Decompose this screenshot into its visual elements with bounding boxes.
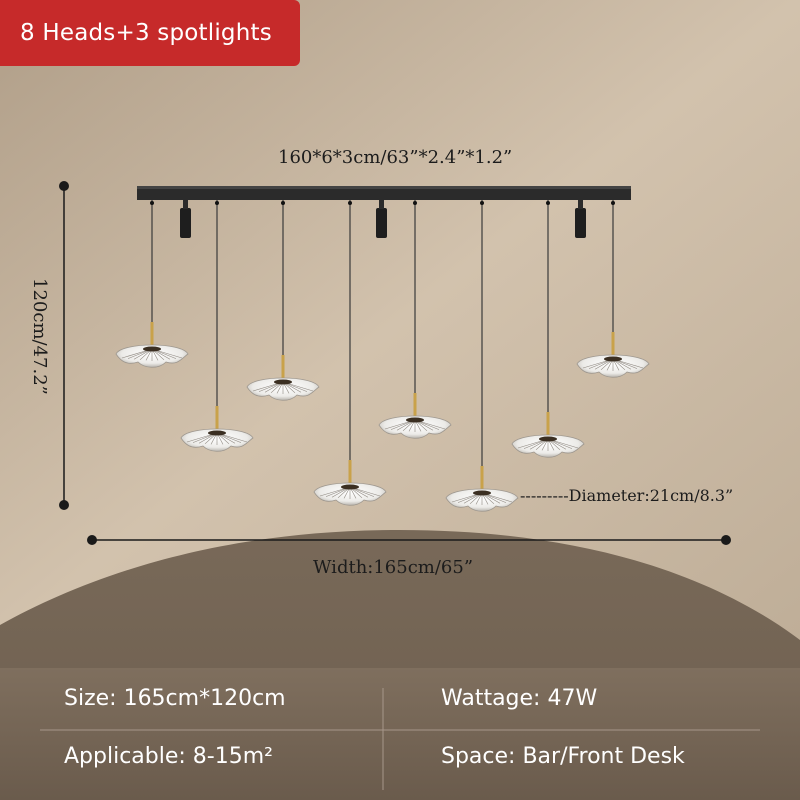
height-dimension-line <box>59 181 69 510</box>
spotlight <box>376 200 387 238</box>
spec-strip <box>0 668 800 800</box>
canopy-bar <box>137 186 631 200</box>
width-dimension-line <box>87 535 731 545</box>
spec-space: Space: Bar/Front Desk <box>441 744 685 769</box>
width-dimension-label: Width:165cm/65” <box>313 557 474 578</box>
pendant-lamp <box>511 200 585 458</box>
pendant-lamp <box>445 200 519 512</box>
spotlight <box>575 200 586 238</box>
pendant-lamp <box>313 200 387 506</box>
pendant-lamp <box>576 200 650 378</box>
bar-dimension-label: 160*6*3cm/63”*2.4”*1.2” <box>278 147 513 168</box>
spec-wattage: Wattage: 47W <box>441 686 598 711</box>
diameter-dimension-label: ---------Diameter:21cm/8.3” <box>520 486 734 505</box>
pendant-lamp <box>180 200 254 452</box>
background-wall <box>0 0 800 640</box>
pendant-lamp <box>378 200 452 439</box>
spec-applicable: Applicable: 8-15m² <box>64 744 273 769</box>
height-dimension-label: 120cm/47.2” <box>29 278 50 395</box>
spotlight <box>180 200 191 238</box>
heads-spotlights-badge: 8 Heads+3 spotlights <box>0 0 300 66</box>
pendant-lamp <box>115 200 189 368</box>
pendant-lamp <box>246 200 320 401</box>
spec-size: Size: 165cm*120cm <box>64 686 286 711</box>
